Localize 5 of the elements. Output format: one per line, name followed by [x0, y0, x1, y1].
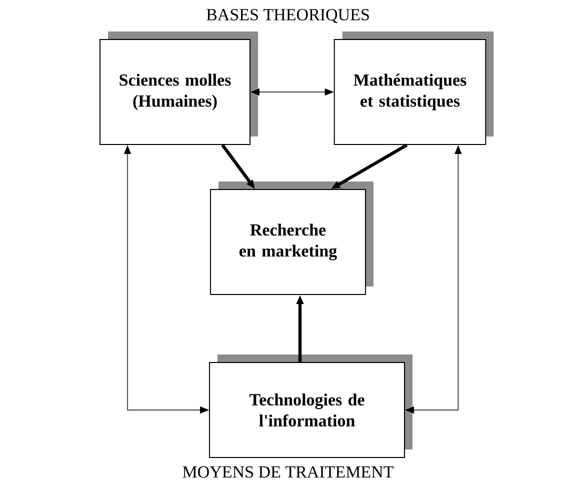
process-box: Technologies de l'information [209, 354, 412, 458]
process-box: Recherche en marketing [210, 182, 374, 295]
process-box: Mathématiques et statistiques [334, 32, 494, 145]
process-box: Sciences molles (Humaines) [100, 32, 258, 145]
heading-label: BASES THEORIQUES [206, 9, 369, 23]
